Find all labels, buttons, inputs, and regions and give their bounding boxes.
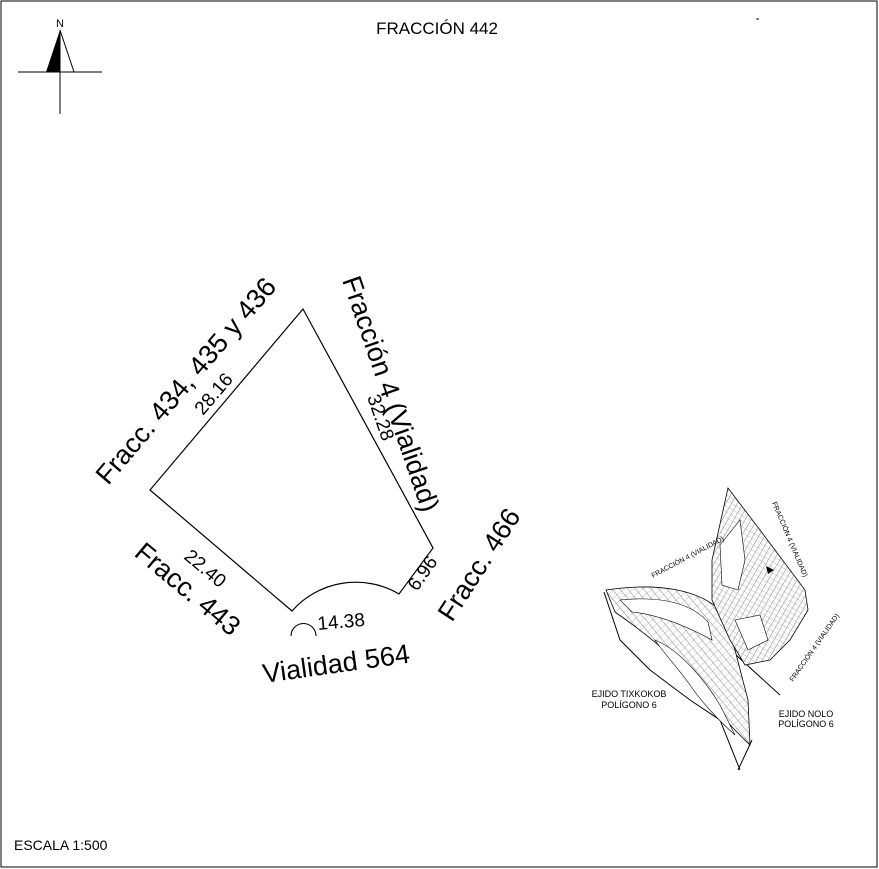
boundary-label-south: Vialidad 564: [261, 639, 412, 689]
boundary-label-se: Fracc. 466: [432, 503, 527, 626]
site-marker-icon: [766, 566, 774, 574]
inset-ejido-left-polygon: POLÍGONO 6: [601, 700, 657, 710]
scale-label: ESCALA 1:500: [14, 837, 108, 853]
dimension-se: 6.96: [404, 553, 442, 595]
inset-ejido-right-polygon: POLÍGONO 6: [778, 719, 834, 729]
boundary-label-nw: Fracc. 434, 435 y 436: [90, 272, 282, 490]
north-label: N: [56, 18, 64, 30]
dimension-arc: 14.38: [317, 610, 366, 635]
page-title: FRACCIÓN 442: [376, 19, 498, 38]
boundary-label-ne: Fracción 4 (Vialidad): [336, 272, 445, 515]
inset-ejido-left-name: EJIDO TIXKOKOB: [592, 689, 667, 699]
inset-ejido-right-name: EJIDO NOLO: [779, 709, 834, 719]
arc-symbol-icon: [290, 622, 317, 637]
parcel-outline: [149, 307, 434, 612]
north-arrow-icon: [18, 29, 102, 114]
location-inset-map: FRACCIÓN 4 (VIALIDAD) FRACCIÓN 4 (VIALID…: [592, 487, 841, 771]
